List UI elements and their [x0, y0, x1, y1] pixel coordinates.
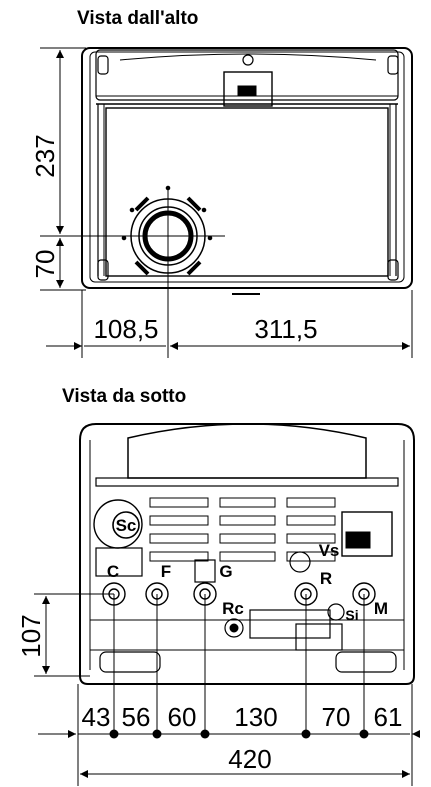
dim-108-5: 108,5 — [93, 314, 158, 344]
bottom-view-dimensions — [34, 593, 420, 786]
spacing-60: 60 — [168, 702, 197, 732]
label-c: C — [107, 562, 119, 581]
label-si: Si — [345, 607, 358, 623]
dim-311-5: 311,5 — [254, 314, 317, 344]
label-vs: Vs — [319, 541, 340, 560]
top-view-drawing — [81, 47, 413, 300]
dim-420: 420 — [228, 744, 271, 774]
sc-marker — [112, 511, 140, 539]
spacing-70: 70 — [322, 702, 351, 732]
label-r: R — [320, 569, 332, 588]
dim-237: 237 — [30, 134, 60, 177]
label-rc: Rc — [222, 599, 244, 618]
label-m: M — [374, 599, 388, 618]
spacing-61: 61 — [374, 702, 403, 732]
label-f: F — [161, 562, 171, 581]
spacing-56: 56 — [122, 702, 151, 732]
spacing-130: 130 — [234, 702, 277, 732]
top-view-title: Vista dall'alto — [77, 8, 199, 29]
dim-107: 107 — [16, 614, 46, 657]
label-g: G — [219, 562, 232, 581]
top-view-dimensions — [40, 47, 413, 358]
label-sc: Sc — [116, 516, 137, 535]
dimension-dots — [109, 729, 369, 739]
bottom-view-drawing — [79, 423, 415, 734]
bottom-view-title: Vista da sotto — [62, 386, 187, 407]
dim-70-top: 70 — [30, 250, 60, 279]
spacing-43: 43 — [82, 702, 111, 732]
